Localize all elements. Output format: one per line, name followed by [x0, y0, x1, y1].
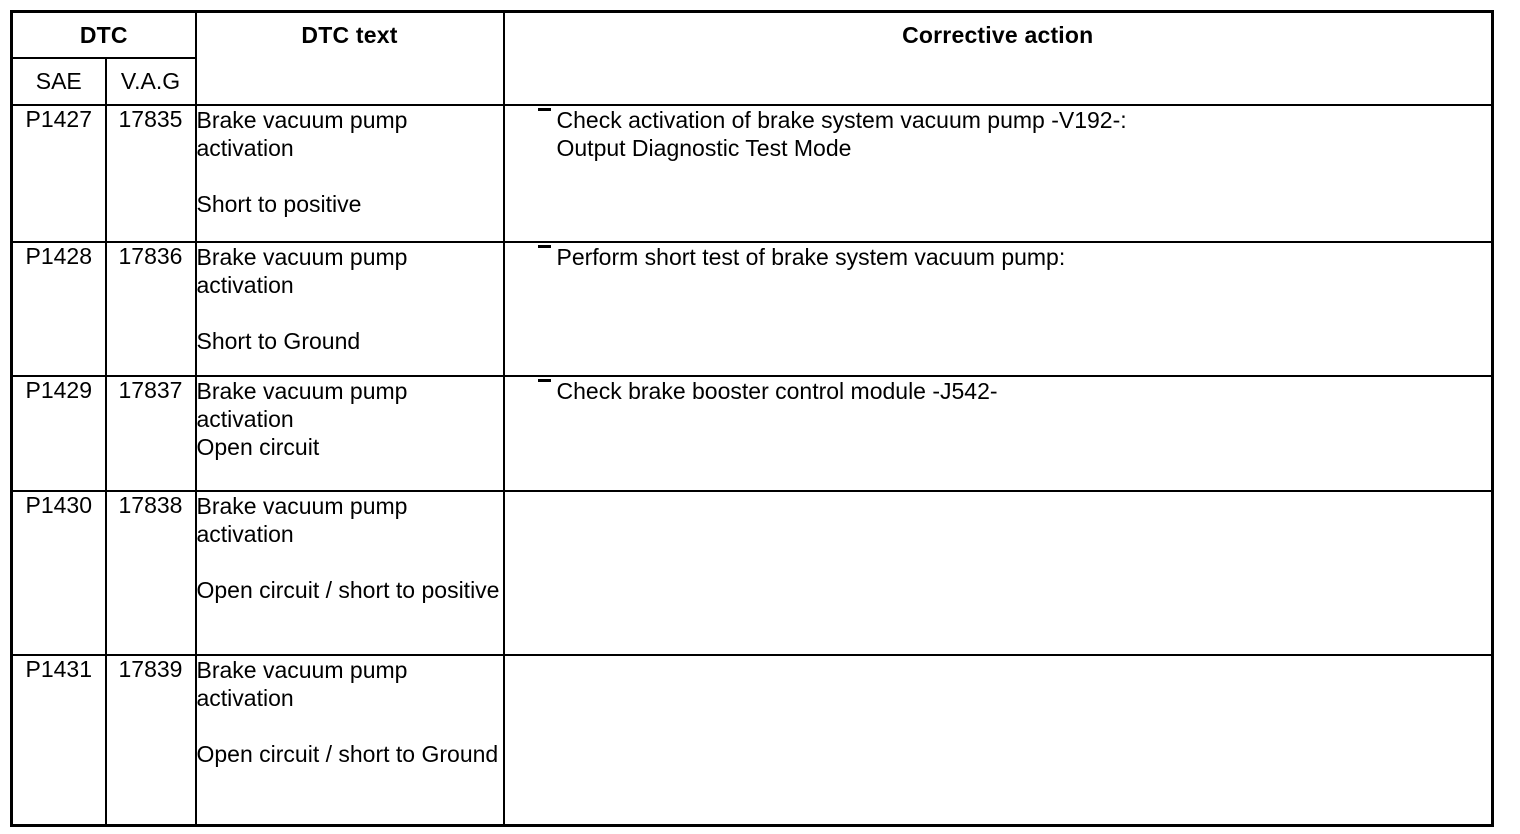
cell-corrective-action: [502, 654, 1494, 827]
header-sae: SAE: [10, 57, 107, 106]
cell-vag-code: 17837: [104, 375, 197, 492]
table-header: DTC DTC text Corrective action SAE V.A.G: [10, 10, 1494, 106]
corrective-action-label: Check brake booster control module -J542…: [556, 378, 998, 404]
corrective-action-label: Perform short test of brake system vacuu…: [556, 244, 1066, 270]
dtc-text-main: Brake vacuum pump activation: [196, 657, 408, 711]
text-spacer: [197, 712, 503, 740]
dash-bullet-icon: [537, 245, 551, 248]
dtc-text-detail: Open circuit / short to Ground: [196, 741, 499, 767]
dtc-text-main: Brake vacuum pump activation: [196, 244, 408, 298]
cell-corrective-action: Perform short test of brake system vacuu…: [502, 241, 1494, 377]
corrective-action-item: Perform short test of brake system vacuu…: [537, 243, 1492, 271]
cell-vag-code: 17835: [104, 104, 197, 243]
header-row-sub: SAE V.A.G: [10, 57, 1493, 106]
cell-vag-code: 17838: [104, 490, 197, 656]
corrective-action-item: Check activation of brake system vacuum …: [537, 106, 1492, 162]
text-spacer: [197, 548, 503, 576]
dtc-reference-table: DTC DTC text Corrective action SAE V.A.G…: [10, 10, 1494, 827]
header-row-group: DTC DTC text Corrective action: [10, 10, 1494, 106]
header-dtc-group: DTC: [10, 10, 197, 59]
cell-sae-code: P1427: [10, 104, 107, 243]
dtc-text-detail: Open circuit / short to positive: [196, 577, 500, 603]
dtc-text-main: Brake vacuum pump activation: [196, 493, 408, 547]
header-dtc-text: DTC text: [194, 10, 505, 106]
dash-bullet-icon: [537, 379, 551, 382]
dash-bullet-icon: [537, 108, 551, 111]
dtc-text-detail: Short to positive: [196, 191, 362, 217]
dtc-text-main: Brake vacuum pump activation: [196, 107, 408, 161]
text-spacer: [197, 299, 503, 327]
cell-corrective-action: [502, 490, 1494, 656]
cell-sae-code: P1429: [10, 375, 107, 492]
cell-corrective-action: Check brake booster control module -J542…: [502, 375, 1494, 492]
header-vag: V.A.G: [104, 57, 197, 106]
corrective-action-item: Check brake booster control module -J542…: [537, 377, 1492, 405]
cell-sae-code: P1428: [10, 241, 107, 377]
cell-vag-code: 17839: [104, 654, 197, 827]
cell-corrective-action: Check activation of brake system vacuum …: [502, 104, 1494, 243]
header-corrective-action: Corrective action: [502, 10, 1494, 106]
dtc-text-detail: Short to Ground: [196, 328, 361, 354]
text-spacer: [197, 162, 503, 190]
dtc-text-detail: Open circuit: [196, 434, 320, 460]
dtc-text-main: Brake vacuum pump activation: [196, 378, 408, 432]
corrective-action-list: Perform short test of brake system vacuu…: [505, 243, 1492, 271]
corrective-action-list: Check activation of brake system vacuum …: [505, 106, 1492, 162]
cell-sae-code: P1431: [10, 654, 107, 827]
cell-vag-code: 17836: [104, 241, 197, 377]
cell-sae-code: P1430: [10, 490, 107, 656]
corrective-action-label: Check activation of brake system vacuum …: [556, 107, 1127, 161]
corrective-action-list: Check brake booster control module -J542…: [505, 377, 1492, 405]
